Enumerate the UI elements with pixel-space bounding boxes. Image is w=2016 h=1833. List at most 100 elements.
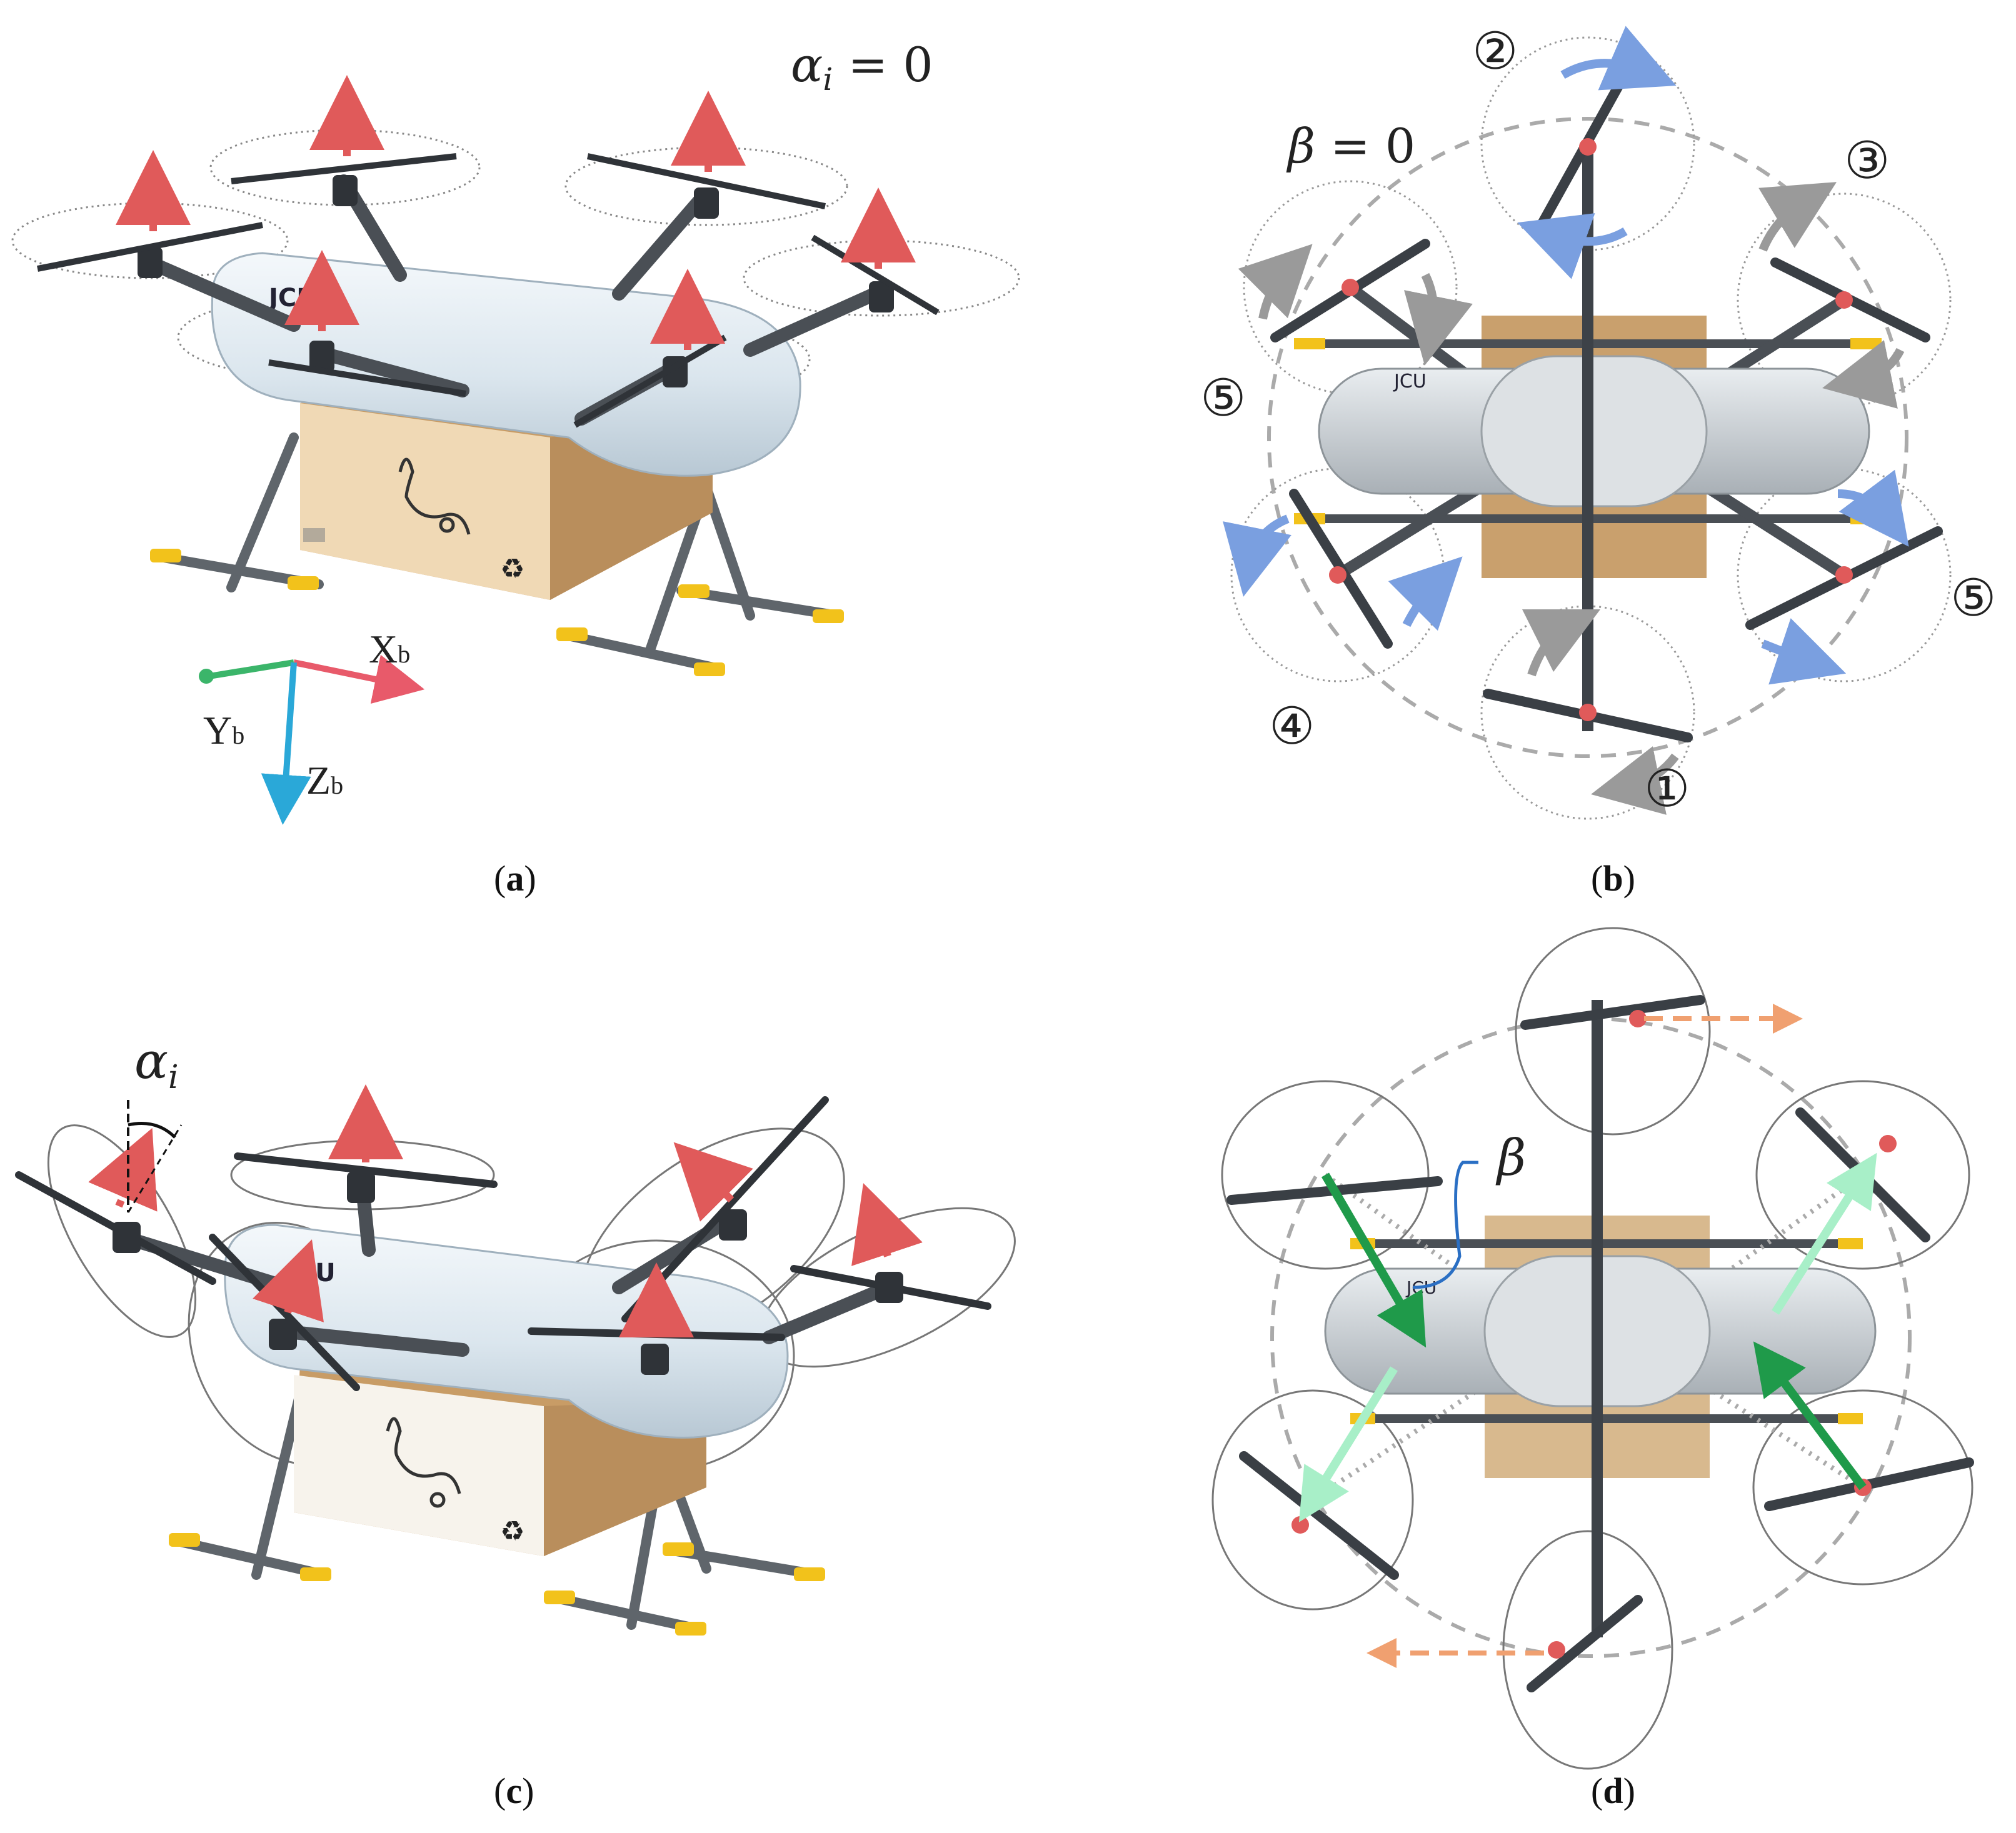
- thrust-arrow: [851, 1183, 923, 1266]
- leg: [701, 482, 755, 621]
- motor: [269, 1319, 297, 1350]
- arm: [274, 1324, 469, 1357]
- rotor-disk: [1211, 1389, 1414, 1611]
- rotor-disk: [209, 129, 481, 206]
- rotation-arrow-gray: [1238, 244, 1313, 320]
- rotor-number-5-right: ⑤: [1950, 569, 1997, 628]
- hub: [1341, 279, 1359, 296]
- arrangement-circle: [1267, 117, 1908, 758]
- rotor-a-5: [268, 341, 466, 397]
- leg: [226, 432, 299, 592]
- rotor-disk: [1221, 1080, 1430, 1270]
- rotor-number-4: ④: [1269, 697, 1315, 756]
- motor: [875, 1272, 903, 1303]
- thrust-arrow: [673, 1142, 753, 1222]
- leg-tip: [169, 1533, 200, 1547]
- rotation-arrow-gray: [1522, 609, 1601, 677]
- rotation-arrows-b: [1223, 26, 1909, 815]
- hub: [1548, 1641, 1565, 1659]
- logo-mark: JCU: [286, 1259, 336, 1287]
- rotation-arrow-gray: [1591, 746, 1679, 815]
- motor: [113, 1222, 141, 1253]
- angle-arc: [128, 1122, 176, 1139]
- vector-light-green: [1298, 1366, 1398, 1522]
- hub: [1579, 138, 1597, 156]
- arm: [143, 256, 301, 332]
- leg-tip: [288, 576, 319, 590]
- vector-light-green: [1772, 1152, 1877, 1315]
- hub: [1835, 566, 1853, 584]
- recycle-icon: ♻: [500, 553, 524, 585]
- leg-tip: [813, 609, 844, 623]
- axis-x-arrow: [293, 654, 425, 704]
- axis-x-label: Xb: [369, 627, 410, 671]
- leg-tip: [544, 1591, 575, 1604]
- tilt-reference-line: [127, 1124, 183, 1213]
- rotor-a-3: [586, 153, 826, 219]
- rotor-number-1: ①: [1644, 759, 1690, 819]
- axis-y-tip: [199, 669, 214, 684]
- rotor-a-6: [573, 334, 727, 428]
- motor: [347, 1172, 375, 1203]
- arm-dotted: [1323, 1172, 1502, 1302]
- logo-mark: JCU: [1393, 371, 1427, 392]
- recycle-icon: ♻: [500, 1516, 524, 1547]
- rotor-disk: [1480, 605, 1695, 820]
- fuselage-b: JCU: [1318, 355, 1870, 507]
- arm: [612, 193, 707, 301]
- beta-leader-line: [1412, 1161, 1478, 1289]
- hubs-b: [1329, 138, 1853, 721]
- leg: [251, 1389, 305, 1580]
- rotation-arrow-blue: [1761, 618, 1847, 685]
- rotation-arrow-blue: [1388, 556, 1463, 631]
- hub: [1879, 1135, 1897, 1152]
- panel-label-c: (c): [494, 1771, 534, 1811]
- force-vectors-d: [1298, 1152, 1877, 1522]
- axis-z-label: Zb: [306, 758, 343, 802]
- blade: [234, 1152, 498, 1188]
- rotor-disk: [1502, 1530, 1673, 1770]
- skid: [664, 1545, 824, 1580]
- rotor-number-2: ②: [1472, 22, 1518, 81]
- arm: [743, 287, 882, 357]
- rotor-disk: [1752, 1389, 1973, 1586]
- panel-c: ♻ JCU: [15, 1032, 1016, 1811]
- leg-tip: [150, 549, 181, 562]
- rotor-number-5-left: ⑤: [1200, 369, 1246, 428]
- barcode-icon: [303, 528, 325, 542]
- rotor-disks-d: [1211, 927, 1973, 1770]
- blade: [1527, 1595, 1643, 1692]
- arm: [315, 346, 469, 397]
- panel-label-a: (a): [494, 858, 536, 899]
- rotor-disk: [743, 239, 1020, 317]
- blade: [1239, 1451, 1399, 1580]
- rod-tip: [1838, 1413, 1863, 1424]
- blade: [1520, 995, 1705, 1030]
- route-icon: [386, 1417, 461, 1494]
- rotation-arrow-gray: [1822, 340, 1905, 409]
- rotor-a-2: [231, 153, 457, 206]
- angle-beta-label: β: [1495, 1129, 1526, 1187]
- hub: [1579, 704, 1597, 721]
- rotor-disk: [47, 1124, 197, 1338]
- rotor-a-4: [811, 234, 940, 316]
- leg-tip: [678, 584, 710, 598]
- motors-a: [37, 153, 940, 428]
- leg-tip: [694, 662, 725, 676]
- leg-tip: [556, 627, 588, 641]
- motor: [719, 1209, 747, 1241]
- rotation-arrow-gray: [1758, 182, 1837, 252]
- panel-label-d: (d): [1591, 1771, 1635, 1811]
- panel-label-b: (b): [1591, 858, 1635, 899]
- rotor-disk: [1737, 192, 1952, 407]
- panel-d: JCU: [1211, 927, 1974, 1811]
- rotor-numbers: ① ② ③ ④ ⑤ ⑤: [1200, 22, 1997, 819]
- lateral-arrows-d: [1367, 1004, 1803, 1668]
- pin-icon: [429, 1492, 446, 1508]
- panel-b: JCU: [1200, 22, 1997, 899]
- arm: [762, 1281, 895, 1344]
- rod-tip: [1850, 513, 1882, 524]
- hub: [1291, 1516, 1309, 1534]
- leg-tips-a: [150, 549, 844, 676]
